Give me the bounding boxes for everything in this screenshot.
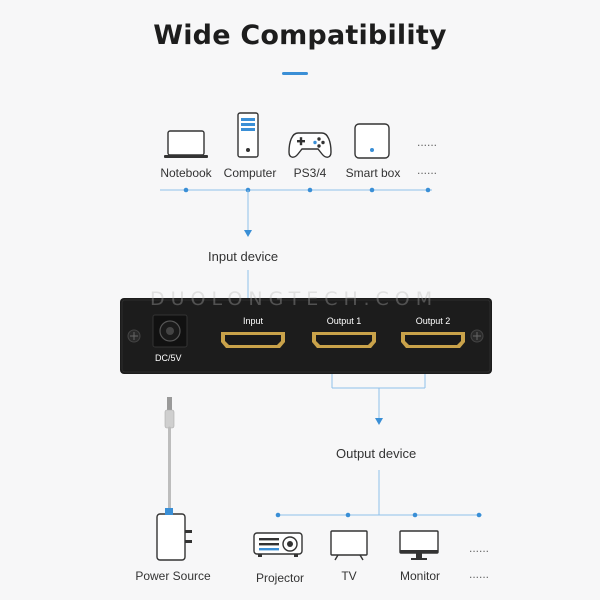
desktop-tower-icon [236, 112, 260, 163]
output-dot [275, 512, 281, 518]
output-label-tv: TV [341, 569, 357, 583]
input-more-dots: ...... [416, 135, 437, 149]
power-adapter-icon [156, 506, 196, 567]
power-plug-tip [167, 397, 172, 411]
input-label-notebook: Notebook [160, 166, 212, 180]
output-dot [476, 512, 482, 518]
port-label-output1: Output 1 [326, 316, 362, 326]
output-label-projector: Projector [255, 571, 305, 585]
smart-box-icon [354, 123, 390, 164]
output-dot [345, 512, 351, 518]
projector-icon [253, 530, 303, 563]
hdmi-splitter [120, 298, 492, 374]
output-arrow [375, 418, 383, 425]
monitor-icon [399, 529, 439, 566]
input-more-dots-lower: ...... [416, 163, 437, 177]
output-label-monitor: Monitor [399, 569, 440, 583]
dc-label: DC/5V [155, 353, 182, 363]
input-dot [425, 187, 431, 193]
laptop-icon [163, 130, 209, 165]
input-label-computer: Computer [223, 166, 277, 180]
input-dot [369, 187, 375, 193]
input-arrow [244, 230, 252, 237]
input-device-caption: Input device [208, 249, 279, 264]
input-label-ps: PS3/4 [293, 166, 327, 180]
title-accent-bar [282, 72, 308, 75]
port-label-input: Input [242, 316, 264, 326]
output-more-dots: ...... [468, 541, 489, 555]
output-device-caption: Output device [336, 446, 417, 461]
tv-icon [330, 529, 368, 566]
input-label-smartbox: Smart box [345, 166, 401, 180]
watermark: DUOLONGTECH.COM [150, 288, 439, 310]
gamepad-icon [288, 130, 332, 165]
power-source-label: Power Source [135, 569, 211, 583]
port-label-output2: Output 2 [415, 316, 451, 326]
page-title: Wide Compatibility [153, 20, 447, 51]
input-dot [183, 187, 189, 193]
output-dot [412, 512, 418, 518]
power-plug-body [164, 409, 175, 429]
output-more-dots-lower: ...... [468, 567, 489, 581]
input-dot [307, 187, 313, 193]
